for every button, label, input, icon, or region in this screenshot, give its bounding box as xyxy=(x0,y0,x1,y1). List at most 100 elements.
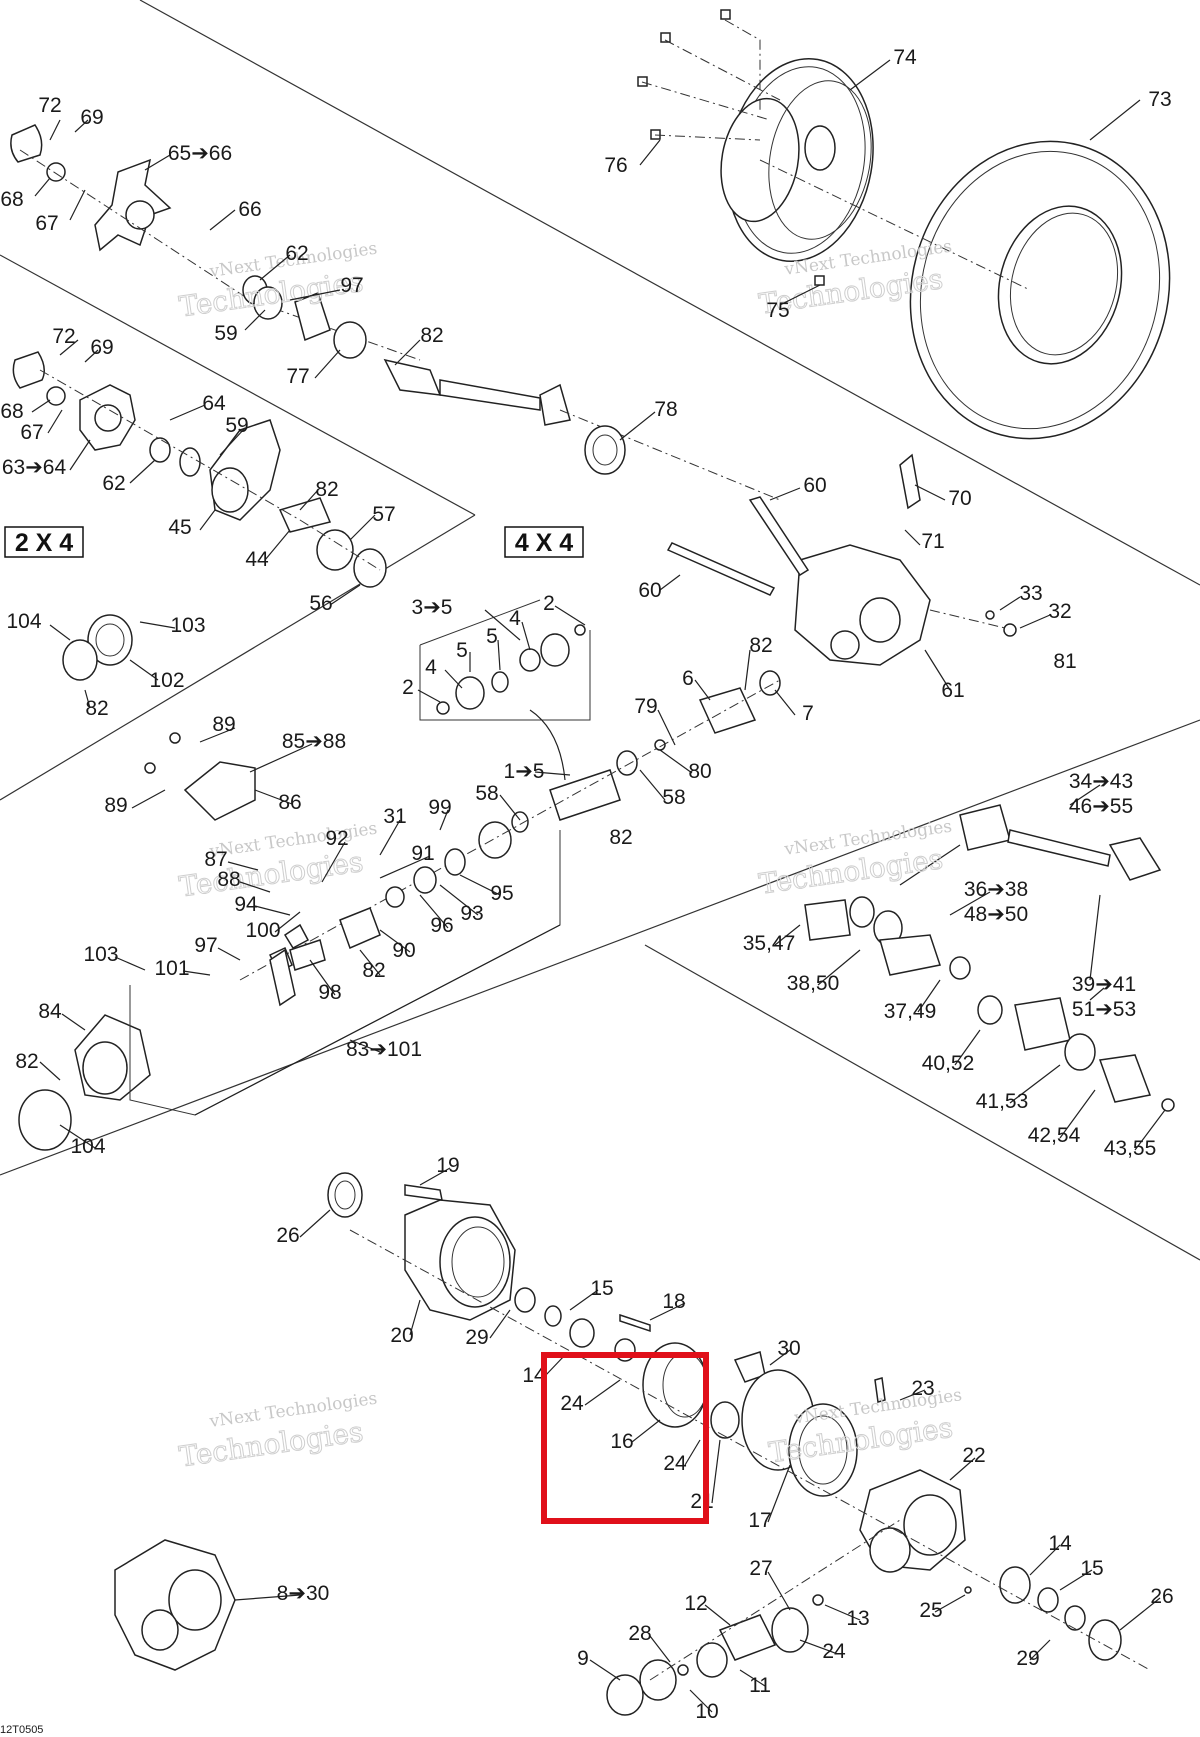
callout-label-c26a: 26 xyxy=(276,1224,299,1247)
callout-label-c3850: 38,50 xyxy=(787,972,840,995)
callout-label-c89a: 89 xyxy=(212,713,235,736)
callout-label-c104a: 104 xyxy=(6,610,41,633)
callout-leader-line xyxy=(289,289,341,301)
callout-leader-line xyxy=(417,689,441,703)
watermark-4: vNext Technologies Technologies xyxy=(756,817,953,902)
callout-leader-line xyxy=(129,659,159,681)
callout-label-c83: 83➔101 xyxy=(346,1038,422,1061)
callout-label-c82e: 82 xyxy=(609,826,632,849)
callout-leader-line xyxy=(569,1289,599,1311)
callout-label-c13: 13 xyxy=(846,1607,869,1630)
callout-label-c17: 17 xyxy=(748,1509,771,1532)
callout-label-c24a: 24 xyxy=(560,1392,584,1415)
hub-knuckle-2x4 xyxy=(12,351,387,588)
callout-leader-line xyxy=(419,1167,451,1186)
callout-label-c14b: 14 xyxy=(1048,1532,1072,1555)
callout-leader-line xyxy=(774,924,801,946)
callout-label-c4b: 4 xyxy=(425,656,437,679)
callout-leader-line xyxy=(554,605,586,626)
callout-leader-line xyxy=(1089,99,1141,141)
callout-label-c3749: 37,49 xyxy=(884,1000,937,1023)
callout-label-c3638: 36➔38 xyxy=(964,878,1028,901)
callout-leader-line xyxy=(379,929,411,953)
callout-label-c14a: 14 xyxy=(522,1364,546,1387)
callout-label-c61: 61 xyxy=(941,679,964,702)
callout-leader-line xyxy=(169,404,206,421)
callout-leader-line xyxy=(1029,1639,1051,1661)
callout-leader-line xyxy=(459,874,501,896)
callout-leader-line xyxy=(144,154,171,171)
callout-label-c25: 25 xyxy=(919,1599,942,1622)
callout-leader-line xyxy=(744,649,751,691)
callout-leader-line xyxy=(1009,1064,1061,1104)
callout-label-c15b: 15 xyxy=(590,1277,613,1300)
callout-leader-line xyxy=(444,669,463,689)
callout-leader-line xyxy=(34,177,51,197)
callout-leader-line xyxy=(209,209,236,231)
callout-leader-line xyxy=(182,970,211,976)
callout-label-c29a: 29 xyxy=(465,1326,488,1349)
callout-leader-line xyxy=(631,1419,661,1443)
callout-leader-line xyxy=(409,1299,421,1336)
callout-leader-line xyxy=(1059,1569,1093,1591)
callout-label-c45: 45 xyxy=(168,516,191,539)
callout-leader-line xyxy=(69,439,91,471)
callout-label-c64: 64 xyxy=(202,392,226,415)
callout-label-c830: 8➔30 xyxy=(277,1582,330,1605)
callout-leader-line xyxy=(899,1389,926,1401)
callout-leader-line xyxy=(639,769,666,801)
callout-label-c74: 74 xyxy=(893,46,917,69)
callout-label-c12: 12 xyxy=(684,1592,707,1615)
callout-label-c4655: 46➔55 xyxy=(1069,795,1133,818)
callout-label-c15c: 15 xyxy=(1080,1557,1103,1580)
group-label-2x4: 2 X 4 xyxy=(4,526,84,558)
callout-label-c97b: 97 xyxy=(194,934,217,957)
callout-label-c32: 32 xyxy=(1048,600,1071,623)
callout-leader-line xyxy=(589,1659,621,1681)
callout-label-c21: 21 xyxy=(690,1490,713,1513)
callout-label-c69a: 69 xyxy=(80,106,103,129)
callout-leader-line xyxy=(544,1354,566,1377)
callout-leader-line xyxy=(329,584,361,606)
callout-label-c104b: 104 xyxy=(70,1135,105,1158)
callout-label-c71: 71 xyxy=(921,530,944,553)
callout-label-c56: 56 xyxy=(309,592,332,615)
callout-leader-line xyxy=(359,949,381,976)
callout-leader-line xyxy=(309,959,336,996)
callout-label-c65: 65➔66 xyxy=(168,142,232,165)
callout-label-c15a: 1➔5 xyxy=(504,760,545,783)
callout-label-c84: 84 xyxy=(38,1000,62,1023)
callout-label-c66: 66 xyxy=(238,198,261,221)
callout-leader-line xyxy=(689,1689,713,1713)
cv-shaft-assembly xyxy=(804,804,1175,1112)
callout-leader-line xyxy=(1029,1544,1061,1576)
callout-label-c93: 93 xyxy=(460,902,483,925)
callout-label-c82b: 82 xyxy=(315,478,338,501)
highlight-box xyxy=(541,1352,709,1524)
callout-label-c87: 87 xyxy=(204,848,227,871)
callout-leader-line xyxy=(649,1302,686,1321)
callout-label-c98: 98 xyxy=(318,981,341,1004)
callout-label-c82a: 82 xyxy=(420,324,443,347)
callout-label-c82g: 82 xyxy=(15,1050,38,1073)
callout-leader-line xyxy=(1089,987,1105,1001)
callout-label-c6: 6 xyxy=(682,667,694,690)
callout-leader-line xyxy=(767,1464,791,1523)
callout-label-c4a: 4 xyxy=(509,607,521,630)
callout-leader-line xyxy=(499,794,521,821)
callout-leader-line xyxy=(914,484,946,501)
callout-label-c4254: 42,54 xyxy=(1028,1124,1081,1147)
callout-leader-line xyxy=(1069,784,1101,806)
callout-label-c11: 11 xyxy=(749,1674,771,1697)
callout-label-c88: 88 xyxy=(217,868,240,891)
callout-label-c58a: 58 xyxy=(475,782,498,805)
callout-label-c68b: 68 xyxy=(0,400,23,423)
callout-label-c19: 19 xyxy=(436,1154,459,1177)
callout-label-c102: 102 xyxy=(149,669,184,692)
callout-label-c75: 75 xyxy=(766,299,789,322)
callout-leader-line xyxy=(131,789,166,809)
callout-label-c22: 22 xyxy=(962,1444,985,1467)
callout-leader-line xyxy=(484,609,521,641)
callout-label-c59b: 59 xyxy=(225,414,248,437)
callout-leader-line xyxy=(299,1209,331,1238)
